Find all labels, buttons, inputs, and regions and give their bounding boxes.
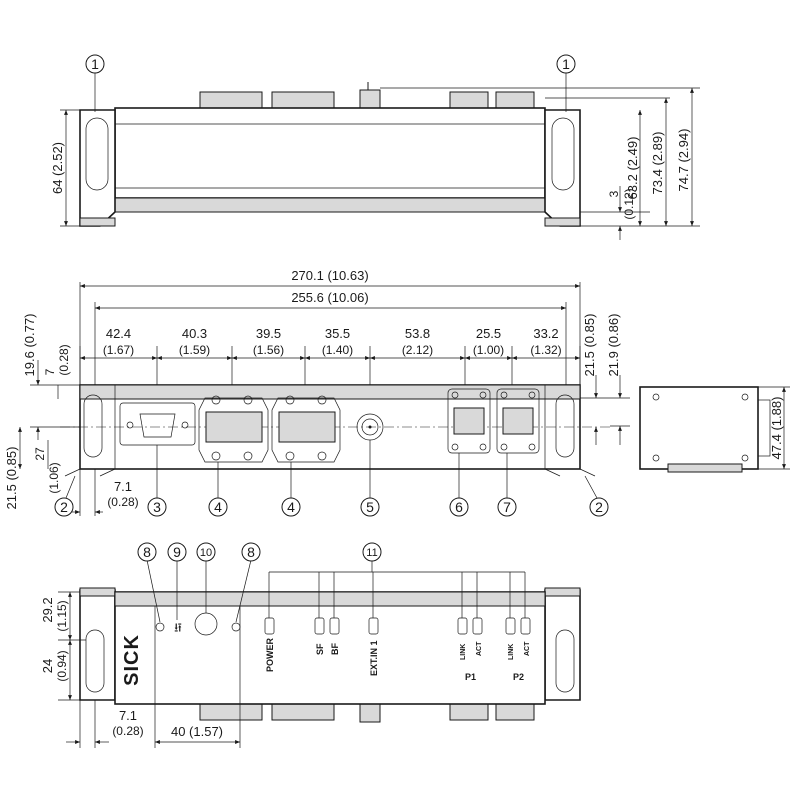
front-callouts: 2 3 4 4 5 6 7 2 bbox=[54, 440, 609, 517]
led-indicators bbox=[264, 617, 531, 635]
callout-4-b: 4 bbox=[287, 499, 295, 515]
callout-1-left: 1 bbox=[91, 56, 99, 72]
dim-3-in: (0.12) bbox=[622, 188, 636, 219]
callout-4-a: 4 bbox=[214, 499, 222, 515]
led-label-act-2: ACT bbox=[524, 641, 531, 656]
housing-top bbox=[114, 107, 546, 199]
bracket-front-left bbox=[64, 394, 116, 477]
callout-8-left: 8 bbox=[143, 544, 151, 560]
bottom-callouts: 8 9 10 8 11 bbox=[137, 542, 526, 623]
dim-bottom-view-7-in: (0.28) bbox=[112, 724, 143, 738]
port-label-p2: P2 bbox=[513, 672, 524, 682]
callout-6: 6 bbox=[455, 499, 463, 515]
led-label-link-2: LINK bbox=[508, 644, 515, 660]
dim-left-19: 19.6 (0.77) bbox=[22, 314, 37, 377]
dim-bottom-7: 7.1 bbox=[114, 479, 132, 494]
segment-inch-label: (1.56) bbox=[253, 343, 284, 357]
dim-bottom-40: 40 (1.57) bbox=[171, 724, 223, 739]
led-label-sf: SF bbox=[315, 643, 325, 655]
segment-mm-label: 40.3 bbox=[182, 326, 207, 341]
dim-bottom-7-in: (0.28) bbox=[107, 495, 138, 509]
rj45-port-p1 bbox=[447, 388, 491, 454]
led-label-act-1: ACT bbox=[476, 641, 483, 656]
dim-left-21: 21.5 (0.85) bbox=[4, 447, 19, 510]
dim-74: 74.7 (2.94) bbox=[676, 129, 691, 192]
top-connectors bbox=[199, 82, 535, 109]
segment-mm-label: 39.5 bbox=[256, 326, 281, 341]
dim-right-21-9: 21.9 (0.86) bbox=[606, 314, 621, 377]
segment-dimension-chain: 42.4 (1.67) 40.3 (1.59) 39.5 (1.56) 35.5 (1.40)… bbox=[79, 326, 581, 385]
dim-left-27: 27 bbox=[33, 447, 47, 461]
callout-11: 11 bbox=[366, 547, 377, 559]
dim-left-7: 7 bbox=[43, 368, 57, 375]
callout-2-left: 2 bbox=[60, 499, 68, 515]
brand-logo: SICK bbox=[121, 634, 143, 686]
segment-inch-label: (1.32) bbox=[530, 343, 561, 357]
segment-inch-label: (1.59) bbox=[179, 343, 210, 357]
callout-1-right: 1 bbox=[562, 56, 570, 72]
bracket-right bbox=[544, 109, 581, 227]
bracket-front-right bbox=[544, 394, 596, 477]
dim-inner-width: 255.6 (10.06) bbox=[291, 290, 368, 305]
led-label-link-1: LINK bbox=[460, 644, 467, 660]
callout-7: 7 bbox=[503, 499, 511, 515]
port-label-p1: P1 bbox=[465, 672, 476, 682]
terminal-block-1 bbox=[198, 395, 269, 463]
callout-8-right: 8 bbox=[247, 544, 255, 560]
dim-63: 63.2 (2.49) bbox=[625, 137, 640, 200]
led-label-power: POWER bbox=[265, 637, 275, 672]
usb-icon: ⭿ bbox=[174, 621, 182, 635]
dim-right-21-5: 21.5 (0.85) bbox=[582, 314, 597, 377]
dim-left-7-in: (0.28) bbox=[57, 344, 71, 375]
led-label-ext: EXT.IN 1 bbox=[369, 640, 379, 676]
callout-5: 5 bbox=[366, 499, 374, 515]
dim-bottom-29: 29.2 bbox=[40, 597, 55, 622]
front-view: 270.1 (10.63) 255.6 (10.06) 42.4 (1.67) 40… bbox=[4, 268, 790, 517]
segment-inch-label: (1.40) bbox=[322, 343, 353, 357]
dim-bottom-24-in: (0.94) bbox=[55, 650, 69, 681]
dim-left-27-in: (1.06) bbox=[47, 462, 61, 493]
callout-3: 3 bbox=[153, 499, 161, 515]
rj45-port-p2 bbox=[496, 388, 540, 454]
led-label-bf: BF bbox=[330, 643, 340, 655]
side-view: 47.4 (1.88) bbox=[639, 386, 790, 473]
segment-mm-label: 35.5 bbox=[325, 326, 350, 341]
dim-73: 73.4 (2.89) bbox=[650, 132, 665, 195]
dim-bottom-24: 24 bbox=[40, 659, 55, 673]
callout-2-right: 2 bbox=[595, 499, 603, 515]
segment-inch-label: (2.12) bbox=[402, 343, 433, 357]
segment-inch-label: (1.00) bbox=[473, 343, 504, 357]
segment-mm-label: 33.2 bbox=[533, 326, 558, 341]
dim-overall-width: 270.1 (10.63) bbox=[291, 268, 368, 283]
callout-10: 10 bbox=[200, 547, 212, 559]
segment-mm-label: 42.4 bbox=[106, 326, 131, 341]
bracket-bottom-left bbox=[79, 587, 116, 701]
segment-mm-label: 25.5 bbox=[476, 326, 501, 341]
top-view: 1 1 64 (2.52) 3 (0.12) 63.2 (2.49) 73.4 … bbox=[50, 54, 700, 240]
callout-9: 9 bbox=[173, 544, 181, 560]
bracket-left bbox=[79, 109, 116, 227]
segment-mm-label: 53.8 bbox=[405, 326, 430, 341]
bottom-view: SICK ⭿ POWER SF BF EXT.IN 1 LINK ACT P1 … bbox=[40, 542, 581, 748]
sub-d-connector bbox=[119, 402, 196, 446]
bracket-bottom-right bbox=[544, 587, 581, 701]
dim-height-64: 64 (2.52) bbox=[50, 142, 65, 194]
dim-side-47: 47.4 (1.88) bbox=[769, 397, 784, 460]
dim-bottom-view-7: 7.1 bbox=[119, 708, 137, 723]
housing-bottom bbox=[114, 591, 546, 705]
segment-inch-label: (1.67) bbox=[103, 343, 134, 357]
dim-bottom-29-in: (1.15) bbox=[55, 600, 69, 631]
terminal-block-2 bbox=[271, 395, 341, 463]
dim-3: 3 bbox=[607, 190, 621, 197]
